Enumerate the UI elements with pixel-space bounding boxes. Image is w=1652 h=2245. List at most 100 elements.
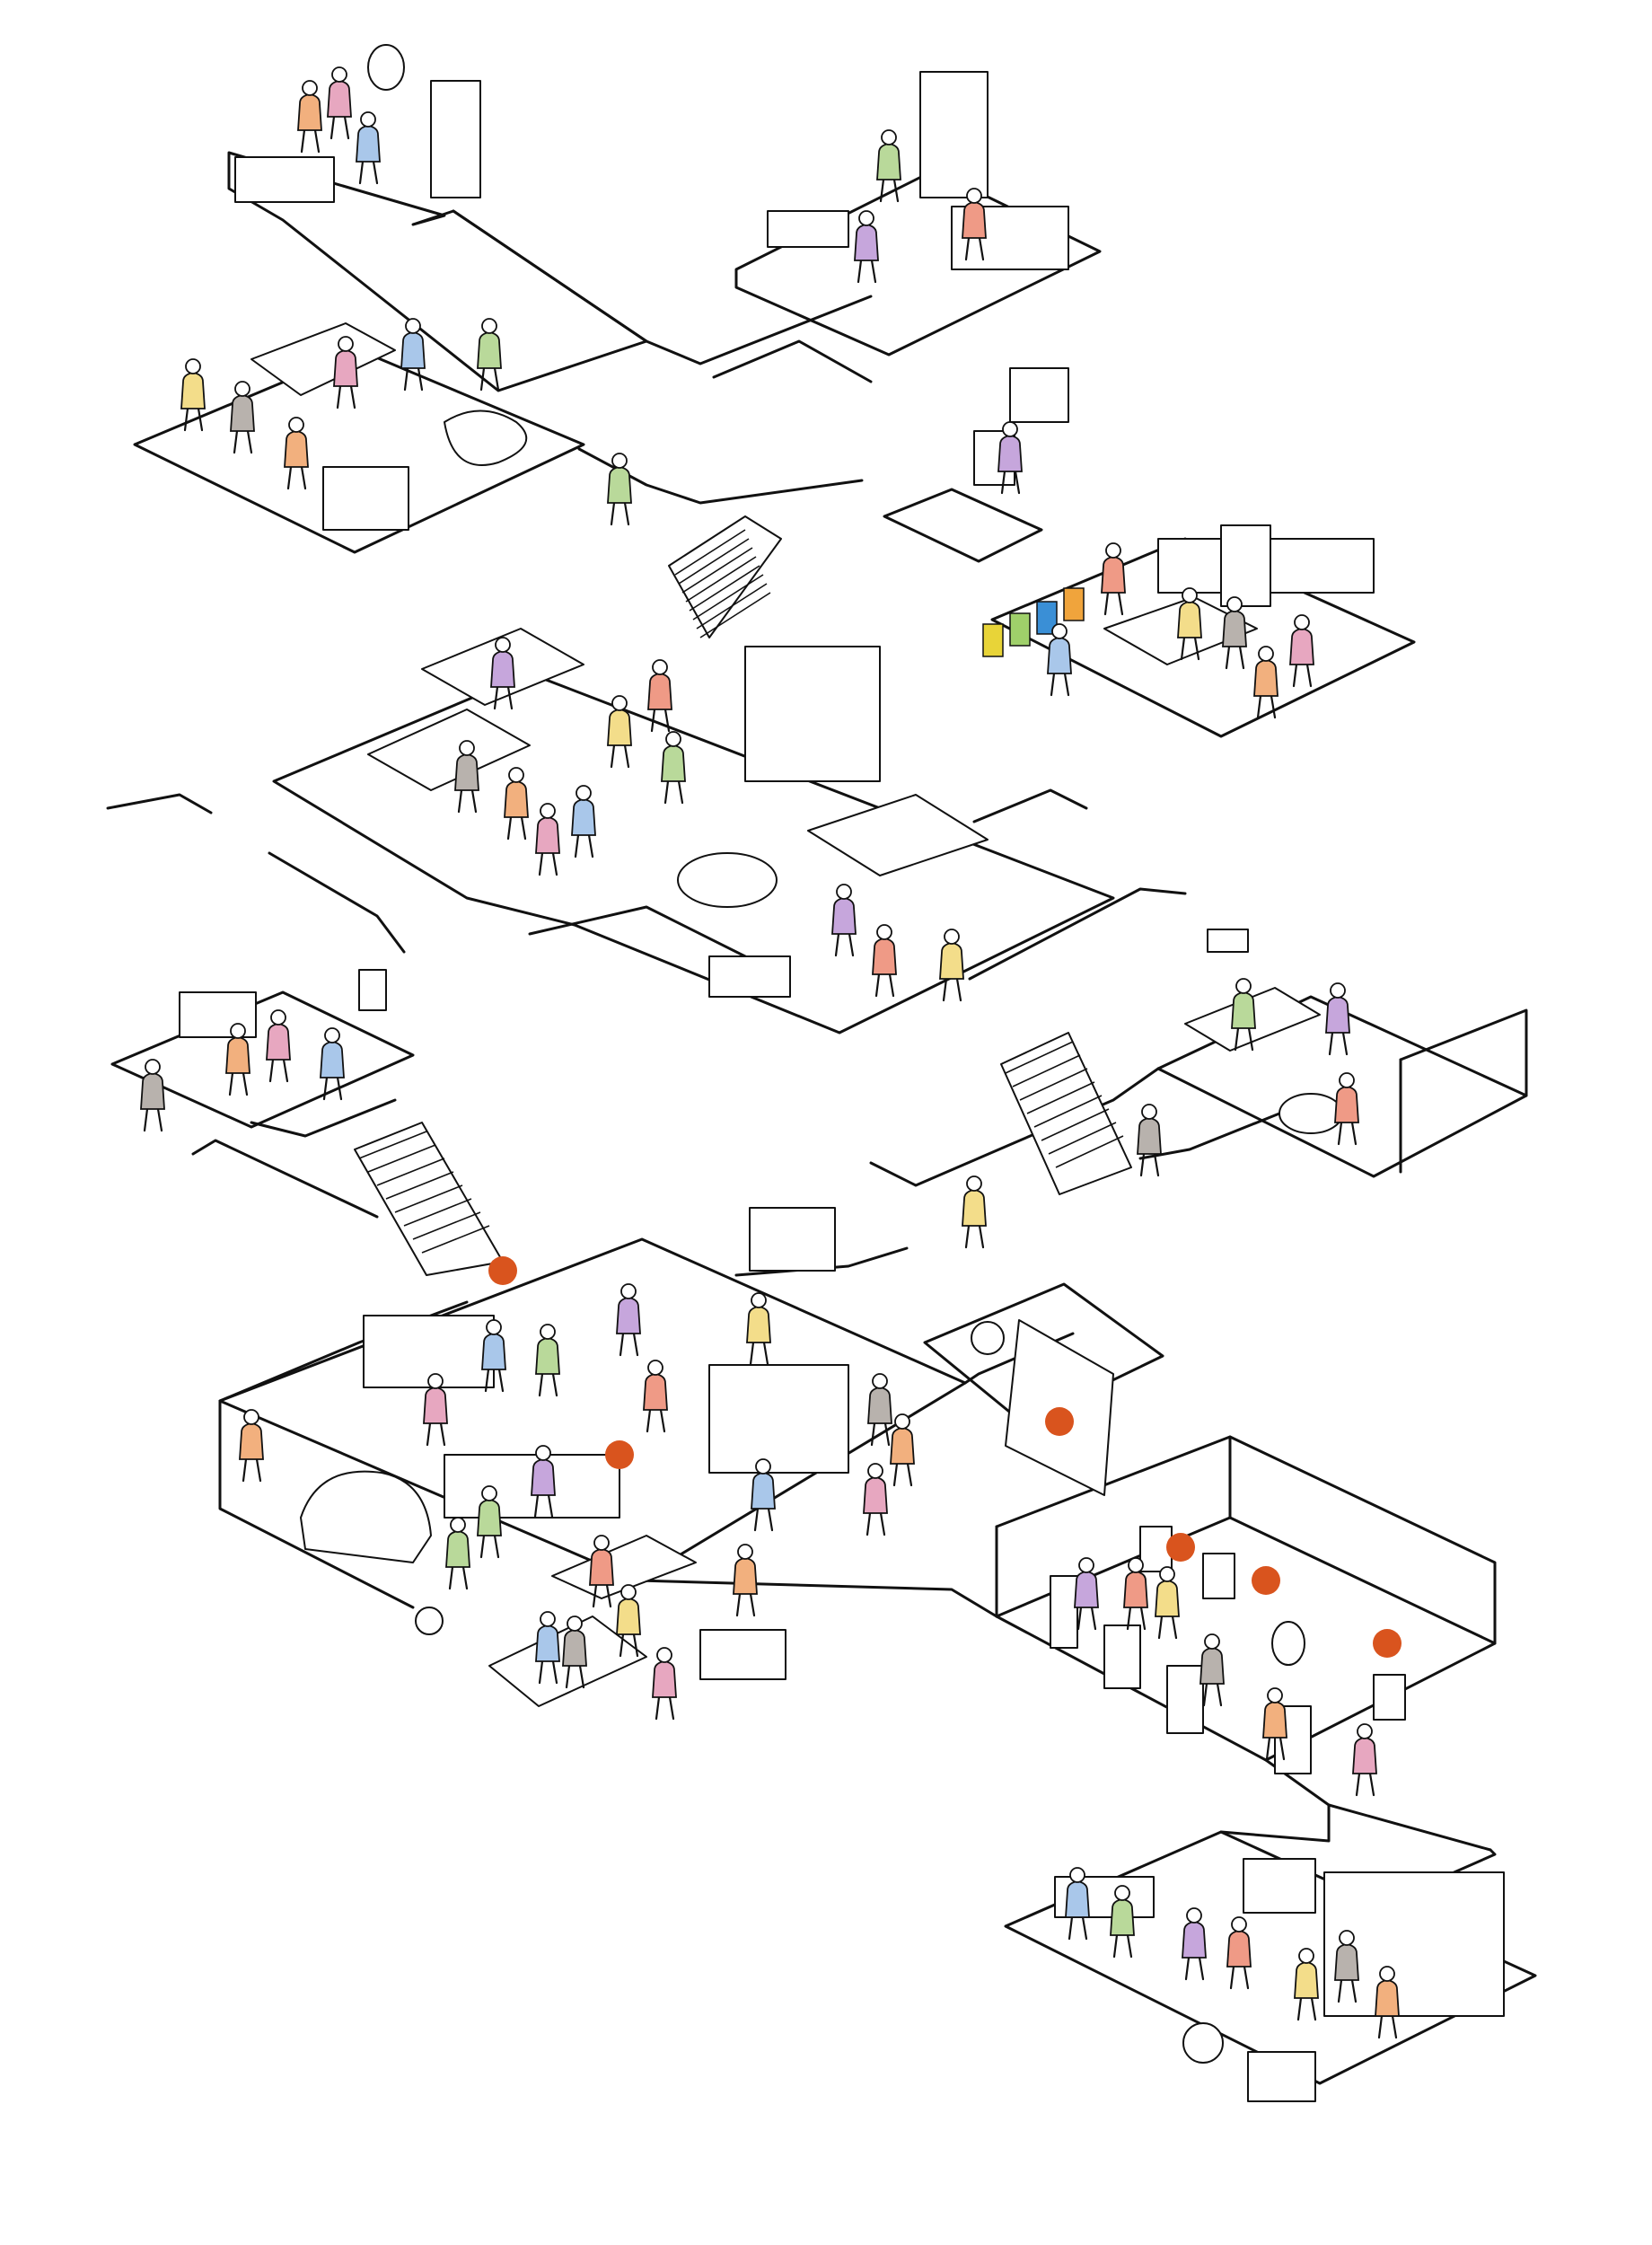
person — [490, 637, 515, 710]
round-mirror — [367, 44, 405, 91]
person — [1101, 542, 1126, 616]
person — [1199, 1633, 1225, 1707]
person — [607, 453, 632, 526]
poster-c — [1373, 1674, 1406, 1721]
person — [1352, 1723, 1377, 1797]
staircase-middle-right — [1000, 1032, 1132, 1195]
bin-orange — [1063, 587, 1085, 621]
person — [477, 1485, 502, 1559]
small-car — [300, 1470, 432, 1563]
studio-light — [971, 1321, 1005, 1355]
open-shelf — [708, 1364, 849, 1474]
bin-blue — [1036, 601, 1058, 635]
person — [997, 421, 1023, 495]
person — [962, 1175, 987, 1249]
dining-table — [807, 794, 989, 876]
person — [140, 1059, 165, 1132]
study-desk — [767, 210, 849, 248]
garden-crate — [1247, 2051, 1316, 2102]
person — [266, 1009, 291, 1083]
person — [535, 803, 560, 876]
person — [225, 1023, 250, 1096]
planter-box — [1243, 1858, 1316, 1914]
fridge — [1220, 524, 1271, 607]
person — [746, 1292, 771, 1366]
person — [230, 381, 255, 454]
sofa-left — [367, 709, 531, 791]
info-stand — [358, 969, 387, 1011]
sideboard — [708, 955, 791, 998]
bathtub — [234, 156, 335, 203]
laundry-floor — [883, 488, 1043, 563]
bean-bag — [1279, 1093, 1343, 1134]
person — [876, 129, 901, 203]
person — [890, 1413, 915, 1487]
person — [733, 1544, 758, 1617]
person — [939, 929, 964, 1002]
person — [589, 1535, 614, 1608]
person — [1262, 1687, 1287, 1761]
person — [356, 111, 381, 185]
person — [643, 1360, 668, 1433]
person — [535, 1324, 560, 1397]
person — [454, 740, 479, 814]
person — [863, 1463, 888, 1536]
pinboard — [749, 1207, 836, 1272]
person — [867, 1373, 892, 1447]
living-room-floor — [272, 672, 1115, 1034]
person — [647, 659, 672, 733]
person — [962, 188, 987, 261]
poster-a — [1139, 1526, 1173, 1572]
connecting-paths — [106, 209, 1497, 1906]
person — [239, 1409, 264, 1483]
person — [1177, 587, 1202, 661]
person — [1123, 1557, 1148, 1631]
person — [661, 731, 686, 805]
person — [607, 695, 632, 769]
person — [652, 1647, 677, 1721]
person — [751, 1458, 776, 1532]
garden-grill — [1182, 2022, 1224, 2064]
person — [872, 924, 897, 998]
poster-b — [1202, 1553, 1235, 1599]
person — [1231, 978, 1256, 1052]
panel-3 — [1166, 1665, 1204, 1734]
person — [1047, 623, 1072, 697]
person — [616, 1584, 641, 1658]
marker-exhibition-1 — [1166, 1533, 1195, 1562]
person — [1226, 1916, 1252, 1990]
person — [1253, 646, 1279, 719]
person — [562, 1616, 587, 1689]
baby-crib — [322, 466, 409, 531]
person — [504, 767, 529, 841]
grand-piano — [677, 852, 778, 908]
staircase-middle-left — [354, 1122, 504, 1276]
person — [1375, 1966, 1400, 2039]
person — [531, 1445, 556, 1519]
marker-workbench — [605, 1440, 634, 1469]
marker-exhibition-3 — [1373, 1629, 1402, 1658]
person — [1110, 1885, 1135, 1959]
person — [297, 80, 322, 154]
pegboard — [363, 1315, 495, 1388]
bed — [250, 322, 396, 396]
person — [1334, 1072, 1359, 1146]
person — [1222, 596, 1247, 670]
person — [1074, 1557, 1099, 1631]
person — [831, 884, 857, 957]
person — [535, 1611, 560, 1685]
scooter-wheel — [415, 1607, 444, 1635]
person — [445, 1517, 470, 1590]
person — [180, 358, 206, 432]
person — [1334, 1930, 1359, 2003]
person — [1137, 1104, 1162, 1177]
person — [571, 785, 596, 858]
person — [1294, 1948, 1319, 2021]
bin-green — [1009, 612, 1031, 647]
person — [616, 1283, 641, 1357]
laundry-shelf — [1009, 367, 1069, 423]
person — [1155, 1566, 1180, 1640]
bin-yellow — [982, 623, 1004, 657]
person — [423, 1373, 448, 1447]
